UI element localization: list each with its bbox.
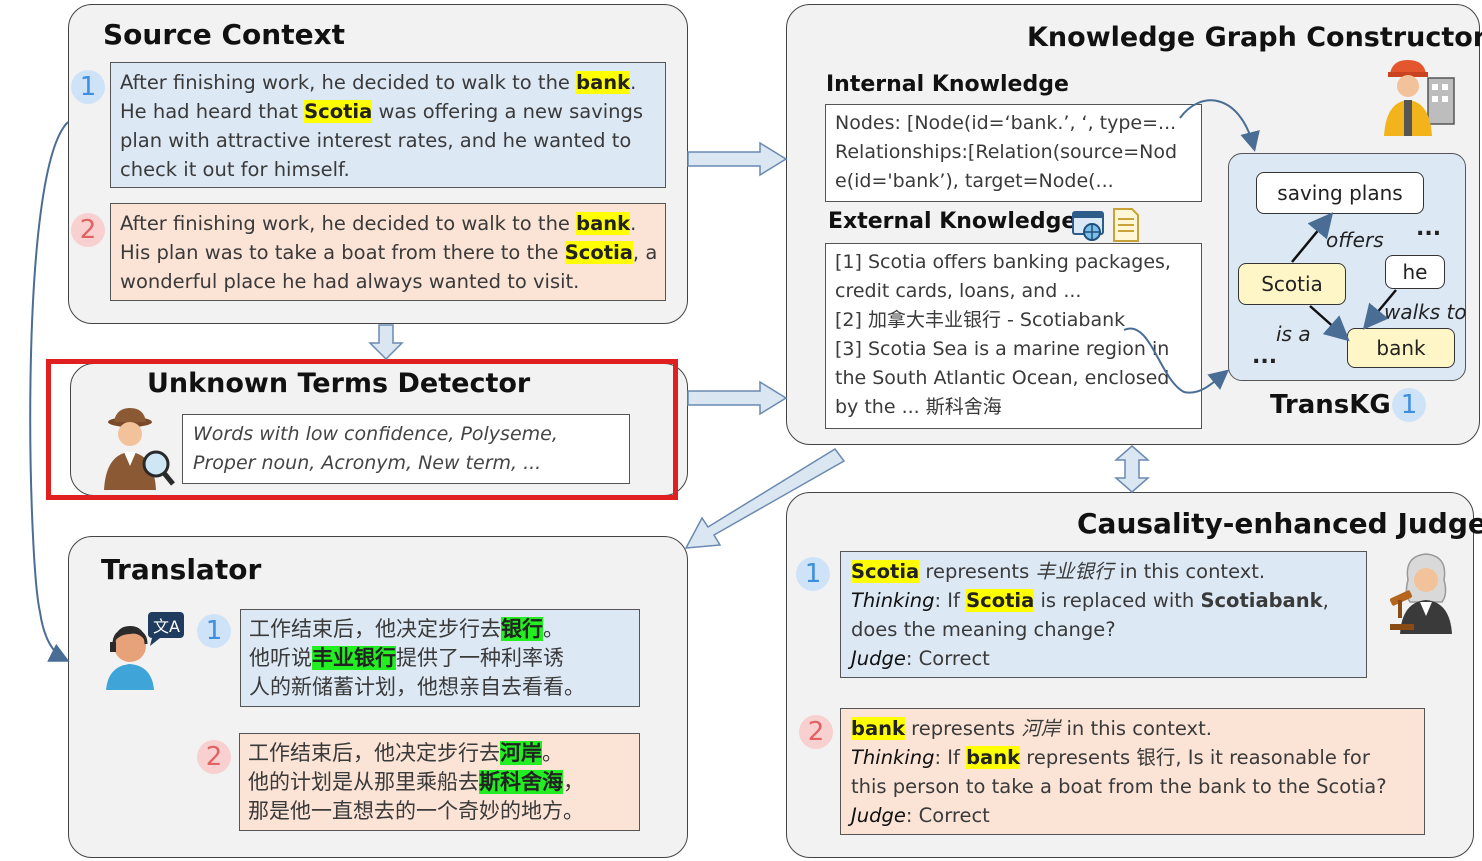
arrow-kg-to-translator <box>686 449 844 548</box>
arrow-internal-to-graph <box>1180 100 1254 148</box>
arrow-source-to-detector <box>370 325 402 359</box>
edge-he-walks-to-bank <box>1366 290 1396 326</box>
arrow-kg-judge <box>1116 446 1148 492</box>
arrow-source-to-translator <box>30 122 68 660</box>
arrow-detector-to-kg <box>688 382 786 414</box>
arrow-external-to-graph <box>1124 328 1226 392</box>
arrow-source-to-kg <box>688 143 786 175</box>
edge-scotia-offers-saving-plans <box>1292 216 1330 262</box>
edge-scotia-is-a-bank <box>1310 306 1346 338</box>
